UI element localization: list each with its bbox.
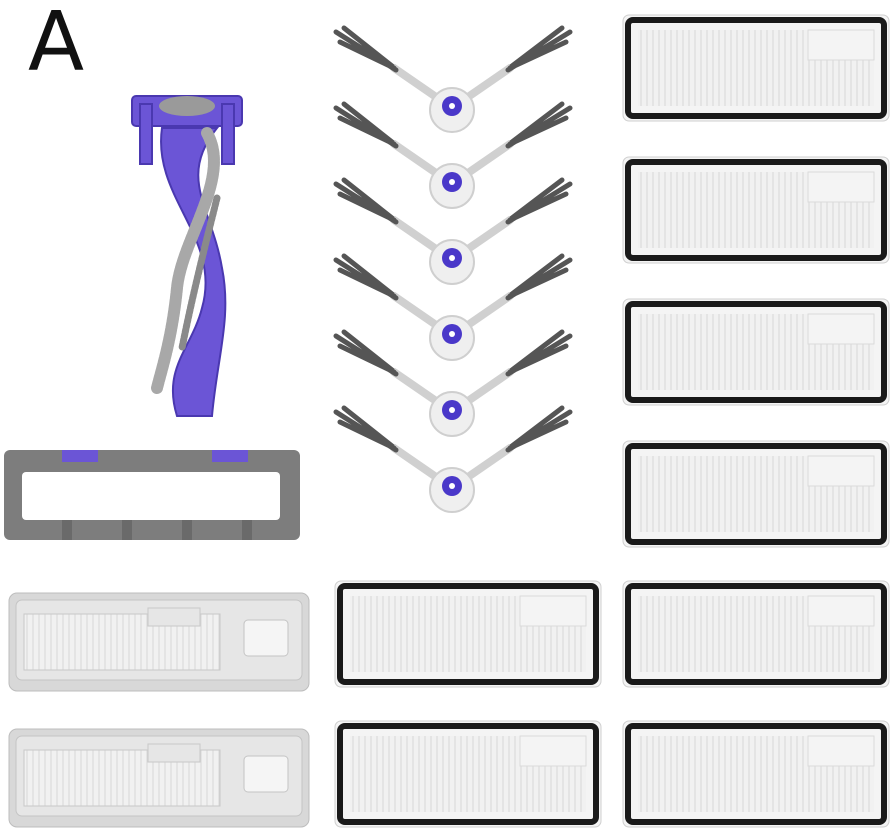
housing-filter bbox=[8, 592, 310, 692]
side-brush-column bbox=[334, 28, 578, 508]
hepa-filter bbox=[334, 580, 602, 688]
roller-brush bbox=[131, 95, 243, 417]
hepa-filter bbox=[622, 720, 890, 828]
hepa-filter bbox=[622, 156, 890, 264]
hepa-filter bbox=[622, 298, 890, 406]
panel-label: A bbox=[28, 0, 85, 90]
side-brush bbox=[336, 28, 570, 132]
hepa-filter bbox=[622, 580, 890, 688]
housing-filter bbox=[8, 728, 310, 828]
hepa-filter bbox=[622, 440, 890, 548]
hepa-filter bbox=[622, 14, 890, 122]
hepa-filter bbox=[334, 720, 602, 828]
brush-guard-frame bbox=[4, 450, 300, 540]
